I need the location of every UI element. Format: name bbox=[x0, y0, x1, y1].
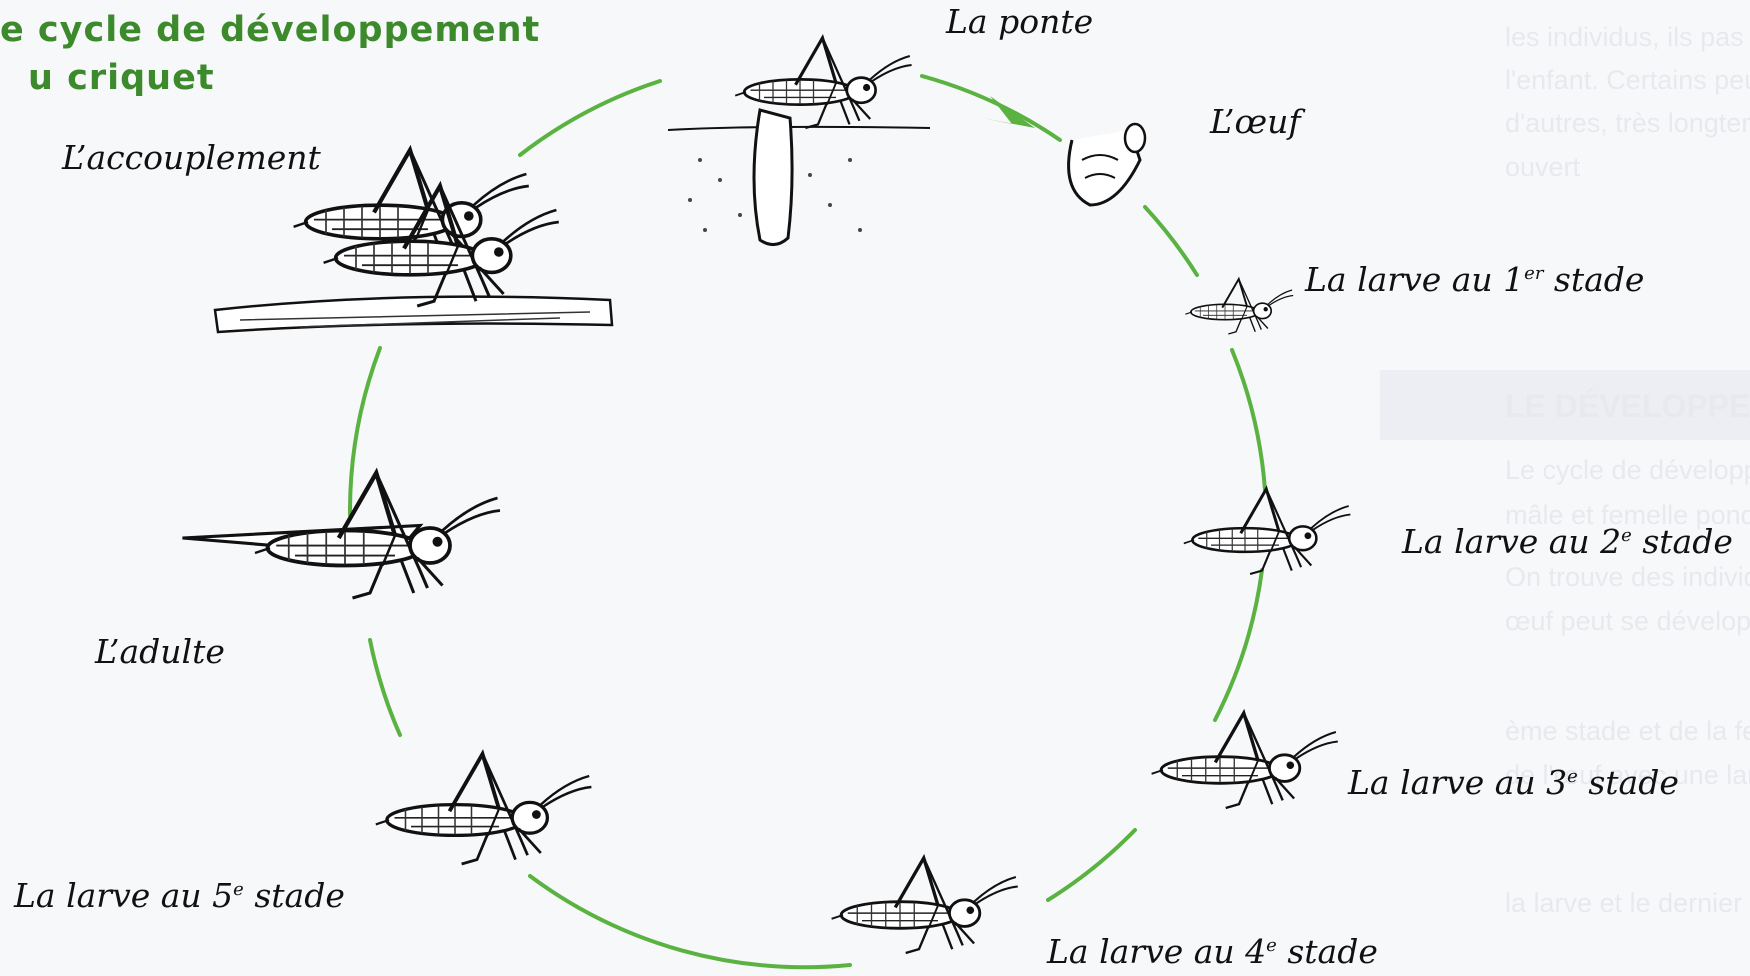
label-larve-stade-1: La larve au 1er stade bbox=[1305, 260, 1644, 299]
larva-stage-2-illustration bbox=[1184, 489, 1351, 574]
larva-stage-1-illustration bbox=[1185, 279, 1293, 334]
label-larve-stade-5: La larve au 5e stade bbox=[14, 876, 345, 915]
cycle-segment bbox=[1232, 350, 1265, 490]
label-ponte: La ponte bbox=[946, 2, 1093, 41]
cycle-segment bbox=[1048, 830, 1135, 900]
cycle-segment bbox=[922, 76, 1060, 140]
egg-illustration bbox=[1069, 124, 1145, 205]
label-oeuf: L’œuf bbox=[1210, 102, 1301, 141]
cycle-segment bbox=[530, 876, 850, 967]
label-larve-stade-4: La larve au 4e stade bbox=[1047, 932, 1378, 971]
label-larve-stade-2: La larve au 2e stade bbox=[1402, 522, 1733, 561]
cycle-segment bbox=[1145, 207, 1197, 275]
label-larve-stade-3: La larve au 3e stade bbox=[1348, 763, 1679, 802]
egg-laying-illustration bbox=[668, 38, 930, 245]
cycle-segment bbox=[1215, 570, 1262, 720]
larva-stage-5-illustration bbox=[376, 754, 592, 864]
mating-illustration bbox=[215, 150, 612, 332]
cycle-segment bbox=[370, 640, 400, 735]
cycle-segment bbox=[520, 81, 660, 155]
adult-illustration bbox=[183, 473, 501, 598]
larva-stage-4-illustration bbox=[832, 858, 1018, 953]
label-accouplement: L’accouplement bbox=[62, 138, 321, 177]
label-adulte: L’adulte bbox=[95, 632, 225, 671]
larva-stage-3-illustration bbox=[1152, 713, 1338, 808]
